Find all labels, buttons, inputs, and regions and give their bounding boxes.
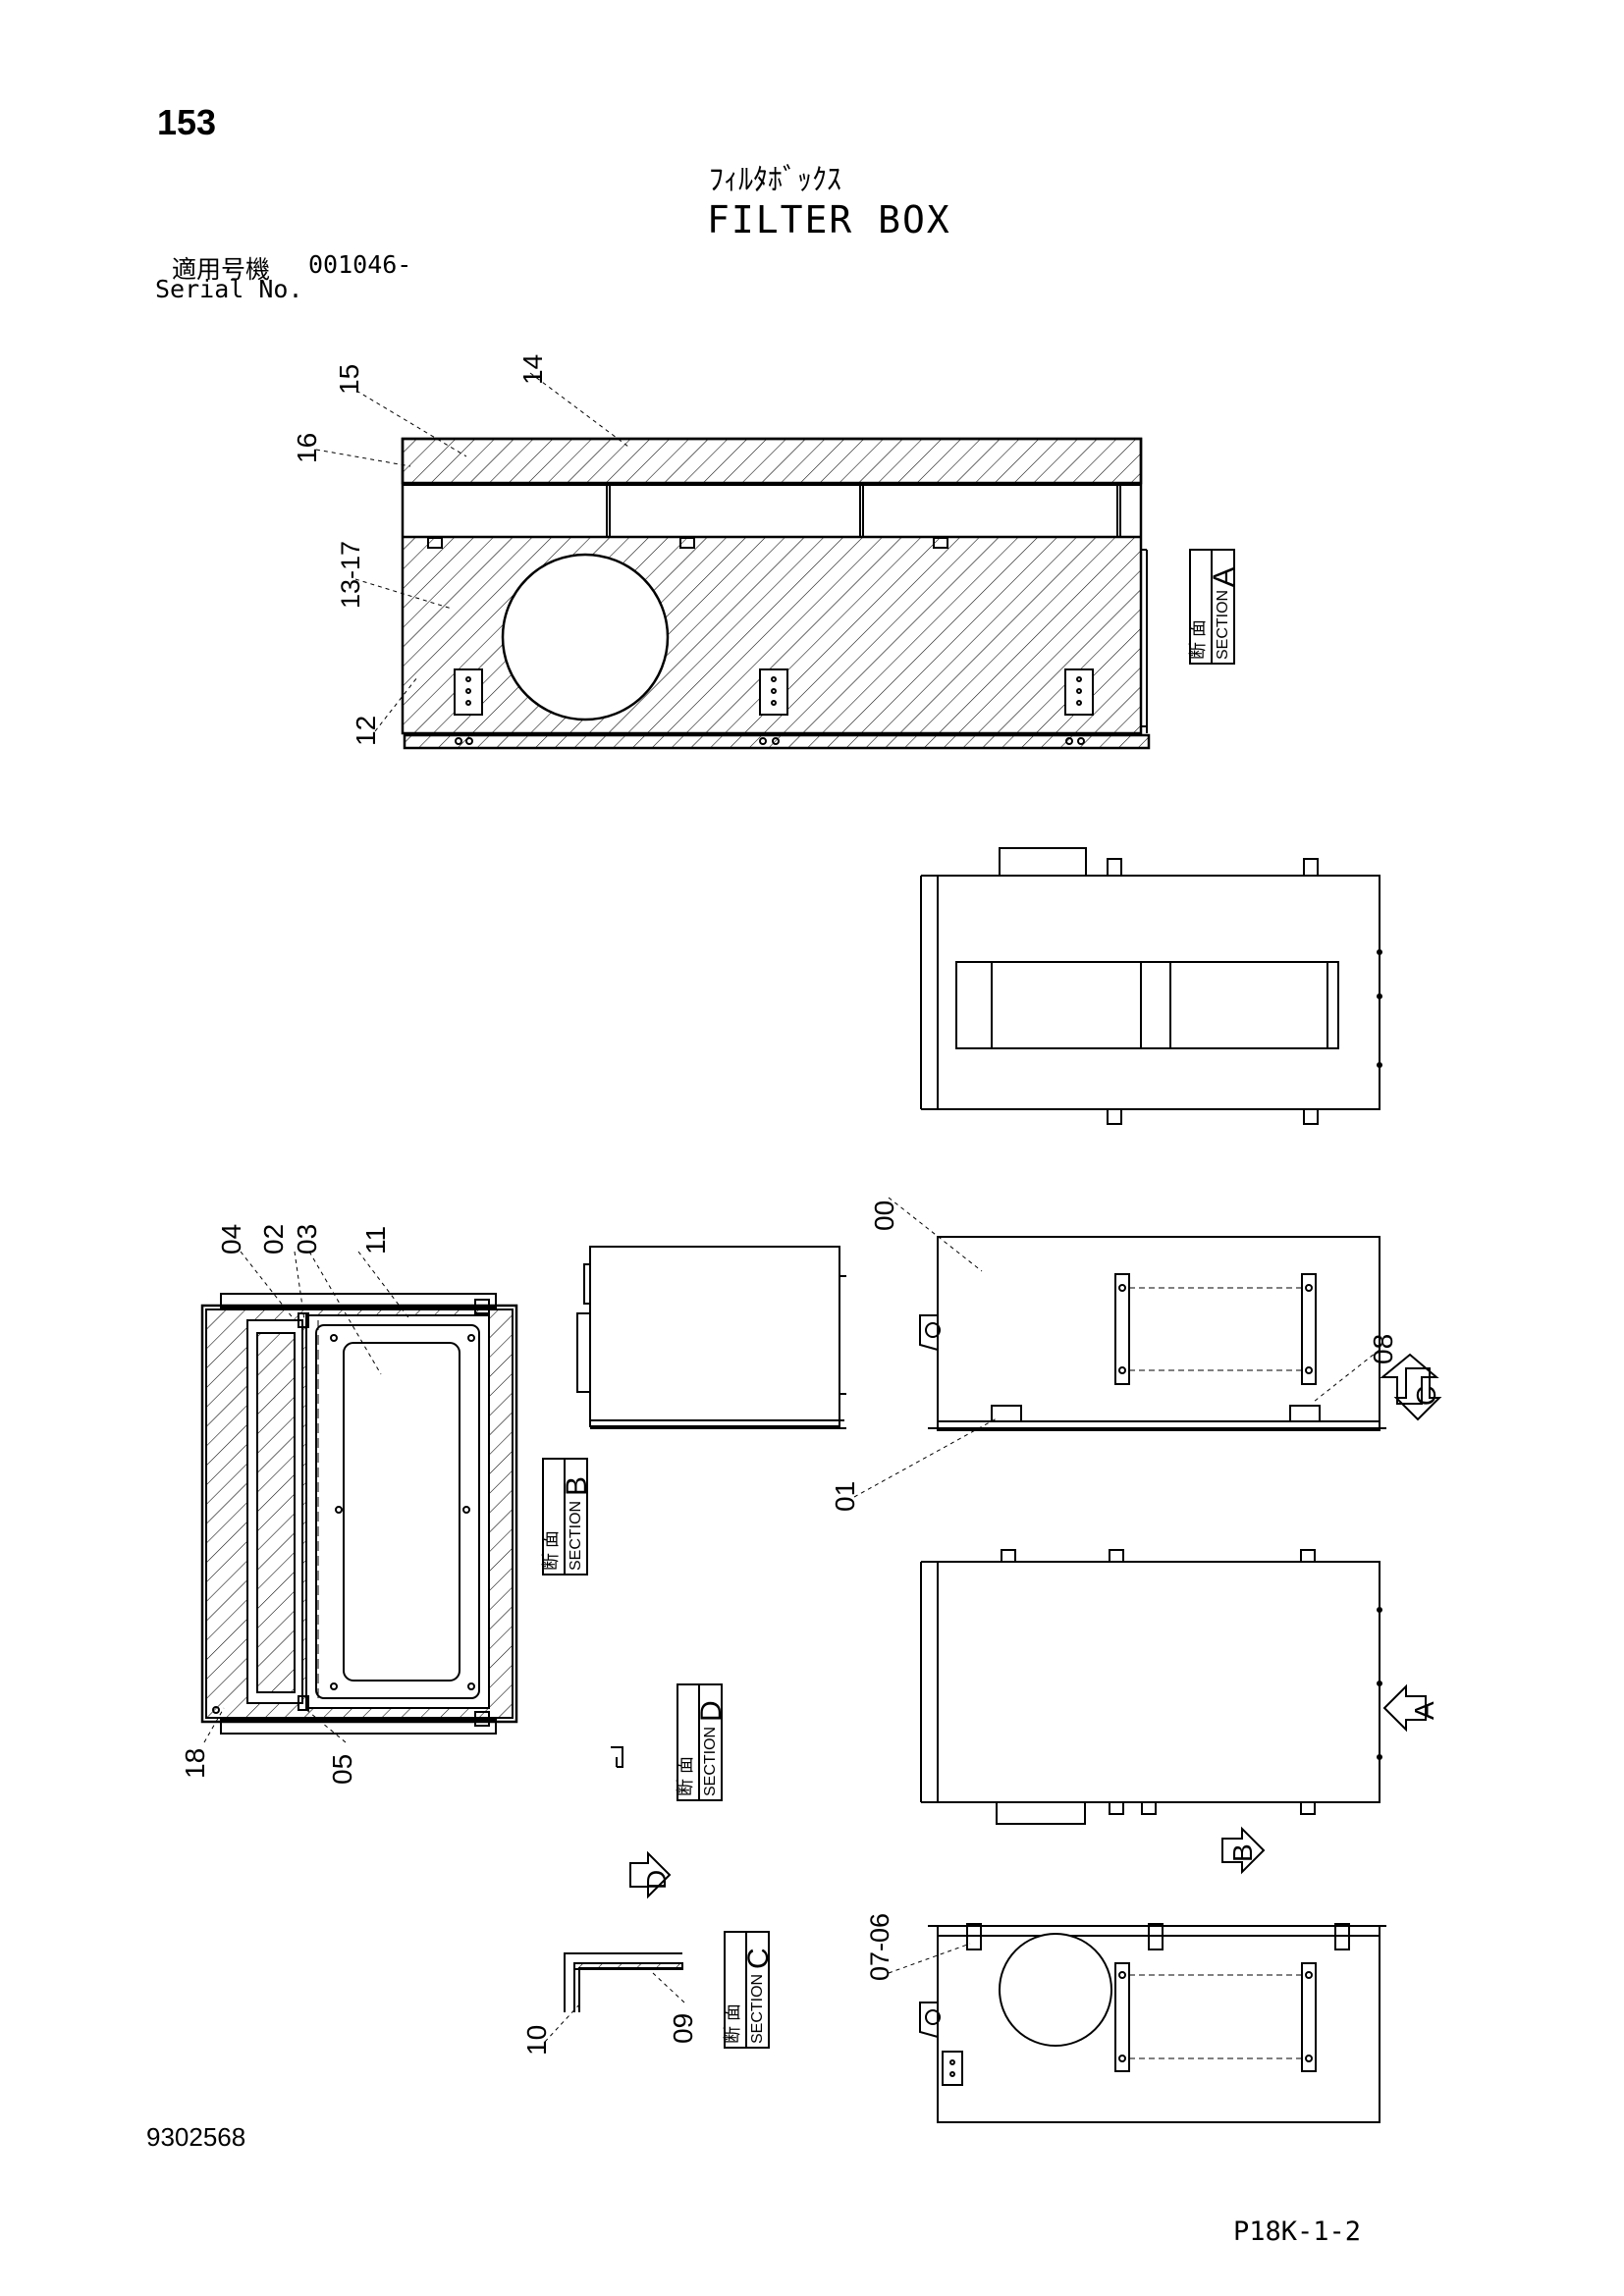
callout-03: 03 [292,1224,322,1255]
callout-05: 05 [327,1754,357,1785]
view-arrow-d-letter: D [641,1870,672,1890]
callout-07-06: 07-06 [865,1913,894,1981]
bottom-section-view [919,1923,1386,2123]
section-label-a-letter: A [1208,567,1240,587]
section-label-b-jp: 断 面 [541,1530,561,1571]
leader-lines [203,372,1380,2043]
callout-12: 12 [351,716,381,746]
callout-08: 08 [1368,1334,1398,1364]
serial-label-japanese: 適用号機 [172,255,271,284]
section-label-c-en: SECTION [749,1974,766,2044]
section-label-c-letter: C [742,1948,775,1969]
section-label-a-jp: 断 面 [1188,619,1208,660]
callout-02: 02 [258,1224,289,1255]
section-label-d-box [677,1683,723,1801]
page-code: P18K-1-2 [1233,2216,1362,2247]
serial-label-english: Serial No. [155,275,303,303]
callout-11: 11 [360,1226,391,1255]
section-a-view [401,437,1151,750]
front-view [919,1236,1442,1431]
section-label-b: 断 面 SECTION B [541,1476,593,1571]
view-arrow-b-letter: B [1227,1843,1258,1862]
serial-number-value: 001046- [308,250,412,279]
section-label-a-box [1189,549,1235,665]
callout-00: 00 [869,1201,899,1231]
section-label-b-box [542,1458,588,1575]
section-label-c: 断 面 SECTION C [723,1948,775,2044]
section-label-a-en: SECTION [1215,590,1231,660]
title-english: FILTER BOX [707,198,951,241]
title-japanese: ﾌｨﾙﾀﾎﾞｯｸｽ [709,163,841,197]
section-label-d-jp: 断 面 [676,1756,695,1796]
callout-13-17: 13-17 [336,541,365,609]
callout-04: 04 [216,1224,246,1255]
section-label-d-en: SECTION [702,1727,719,1796]
part-callouts: 15 14 16 13-17 12 00 01 08 04 02 03 11 1… [180,354,1398,2056]
section-label-b-en: SECTION [568,1501,584,1571]
page-number: 153 [157,102,217,142]
callout-09: 09 [668,2013,698,2044]
section-label-b-letter: B [561,1476,593,1496]
document-number: 9302568 [146,2122,246,2152]
view-arrow-a-letter: A [1409,1701,1439,1720]
section-label-d-letter: D [695,1700,728,1722]
section-label-a: 断 面 SECTION A [1188,567,1240,660]
callout-16: 16 [292,433,322,463]
callout-15: 15 [334,364,364,395]
callout-10: 10 [521,2025,552,2056]
callout-14: 14 [517,354,548,385]
top-view [920,847,1382,1125]
callout-01: 01 [830,1481,860,1512]
corner-detail [564,1952,683,2012]
view-arrow-c [1380,1353,1439,1405]
bottom-view [920,1549,1427,1875]
view-arrow-c-letter: C [1411,1386,1441,1406]
callout-18: 18 [180,1748,210,1779]
section-b-view [200,1293,518,1735]
section-label-d: 断 面 SECTION D [676,1700,728,1796]
section-label-c-box [724,1931,770,2049]
section-label-c-jp: 断 面 [723,2003,742,2044]
side-view [576,1246,846,1429]
section-d-detail [611,1746,672,1899]
